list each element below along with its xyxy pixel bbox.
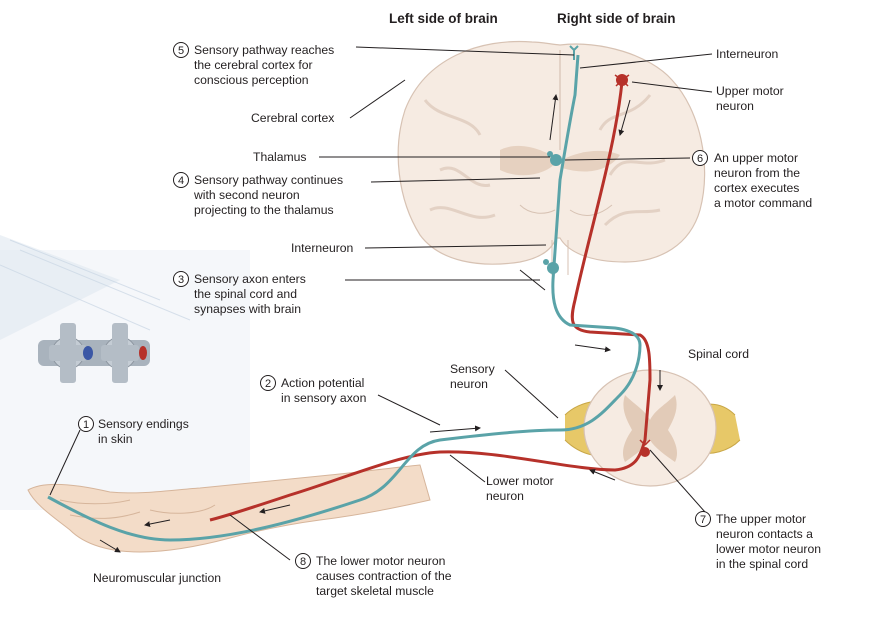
step-3-line-3: synapses with brain <box>194 302 301 316</box>
step-6-line-1: An upper motor <box>714 151 798 165</box>
label-sensory-neuron-line-1: Sensory <box>450 362 496 376</box>
label-upper-motor-neuron-line-2: neuron <box>716 99 754 113</box>
step-6-line-2: neuron from the <box>714 166 800 180</box>
label-upper-motor-neuron-line-1: Upper motor <box>716 84 784 98</box>
step-7-line-3: lower motor neuron <box>716 542 821 556</box>
upper-motor-neuron-body <box>614 74 630 87</box>
label-cerebral-cortex: Cerebral cortex <box>251 111 334 125</box>
step-6-number: 6 <box>697 153 703 165</box>
step-1-line-2: in skin <box>98 432 133 446</box>
step-4-number: 4 <box>178 175 184 187</box>
step-5-line-1: Sensory pathway reaches <box>194 43 334 57</box>
step-1-line-1: Sensory endings <box>98 417 189 431</box>
step-2-number: 2 <box>265 378 271 390</box>
step-2-callout: 2 Action potential in sensory axon <box>260 375 366 405</box>
step-3-callout: 3 Sensory axon enters the spinal cord an… <box>173 271 306 316</box>
step-6-callout: 6 An upper motor neuron from the cortex … <box>692 150 812 210</box>
header-right-side-of-brain: Right side of brain <box>557 11 676 26</box>
step-3-line-1: Sensory axon enters <box>194 272 306 286</box>
step-8-line-3: target skeletal muscle <box>316 584 434 598</box>
step-6-line-3: cortex executes <box>714 181 799 195</box>
hand-and-arm <box>27 464 431 553</box>
label-thalamus: Thalamus <box>253 150 307 164</box>
step-5-callout: 5 Sensory pathway reaches the cerebral c… <box>173 42 334 87</box>
step-7-line-2: neuron contacts a <box>716 527 813 541</box>
step-7-line-1: The upper motor <box>716 512 806 526</box>
thalamus-synapse-marker <box>547 151 562 166</box>
step-7-line-4: in the spinal cord <box>716 557 808 571</box>
motor-neuron-path <box>209 81 652 522</box>
step-5-line-2: the cerebral cortex for <box>194 58 313 72</box>
step-2-line-2: in sensory axon <box>281 391 366 405</box>
step-1-number: 1 <box>83 419 89 431</box>
label-interneuron-left: Interneuron <box>291 241 353 255</box>
label-sensory-neuron-line-2: neuron <box>450 377 488 391</box>
label-spinal-cord: Spinal cord <box>688 347 749 361</box>
step-4-line-3: projecting to the thalamus <box>194 203 334 217</box>
label-lower-motor-neuron-line-2: neuron <box>486 489 524 503</box>
sensory-neuron-path <box>47 54 642 542</box>
shower-background <box>0 235 250 510</box>
step-4-callout: 4 Sensory pathway continues with second … <box>173 172 343 217</box>
step-2-line-1: Action potential <box>281 376 364 390</box>
step-5-number: 5 <box>178 45 184 57</box>
step-5-line-3: conscious perception <box>194 73 309 87</box>
step-1-callout: 1 Sensory endings in skin <box>78 416 189 446</box>
label-lower-motor-neuron-line-1: Lower motor <box>486 474 554 488</box>
step-4-line-2: with second neuron <box>193 188 300 202</box>
header-left-side-of-brain: Left side of brain <box>389 11 498 26</box>
lower-motor-neuron-body <box>639 439 651 457</box>
step-8-callout: 8 The lower motor neuron causes contract… <box>295 553 452 598</box>
faucet-icon <box>38 323 150 383</box>
step-7-number: 7 <box>700 514 706 526</box>
spinal-synapse-marker <box>543 259 559 274</box>
step-4-line-1: Sensory pathway continues <box>194 173 343 187</box>
step-3-number: 3 <box>178 274 184 286</box>
label-interneuron-right: Interneuron <box>716 47 778 61</box>
leader-lines <box>49 46 713 561</box>
step-8-number: 8 <box>300 556 306 568</box>
step-8-line-2: causes contraction of the <box>316 569 452 583</box>
label-neuromuscular-junction: Neuromuscular junction <box>93 571 221 585</box>
step-3-line-2: the spinal cord and <box>194 287 297 301</box>
step-8-line-1: The lower motor neuron <box>316 554 445 568</box>
step-6-line-4: a motor command <box>714 196 812 210</box>
step-7-callout: 7 The upper motor neuron contacts a lowe… <box>695 511 821 571</box>
